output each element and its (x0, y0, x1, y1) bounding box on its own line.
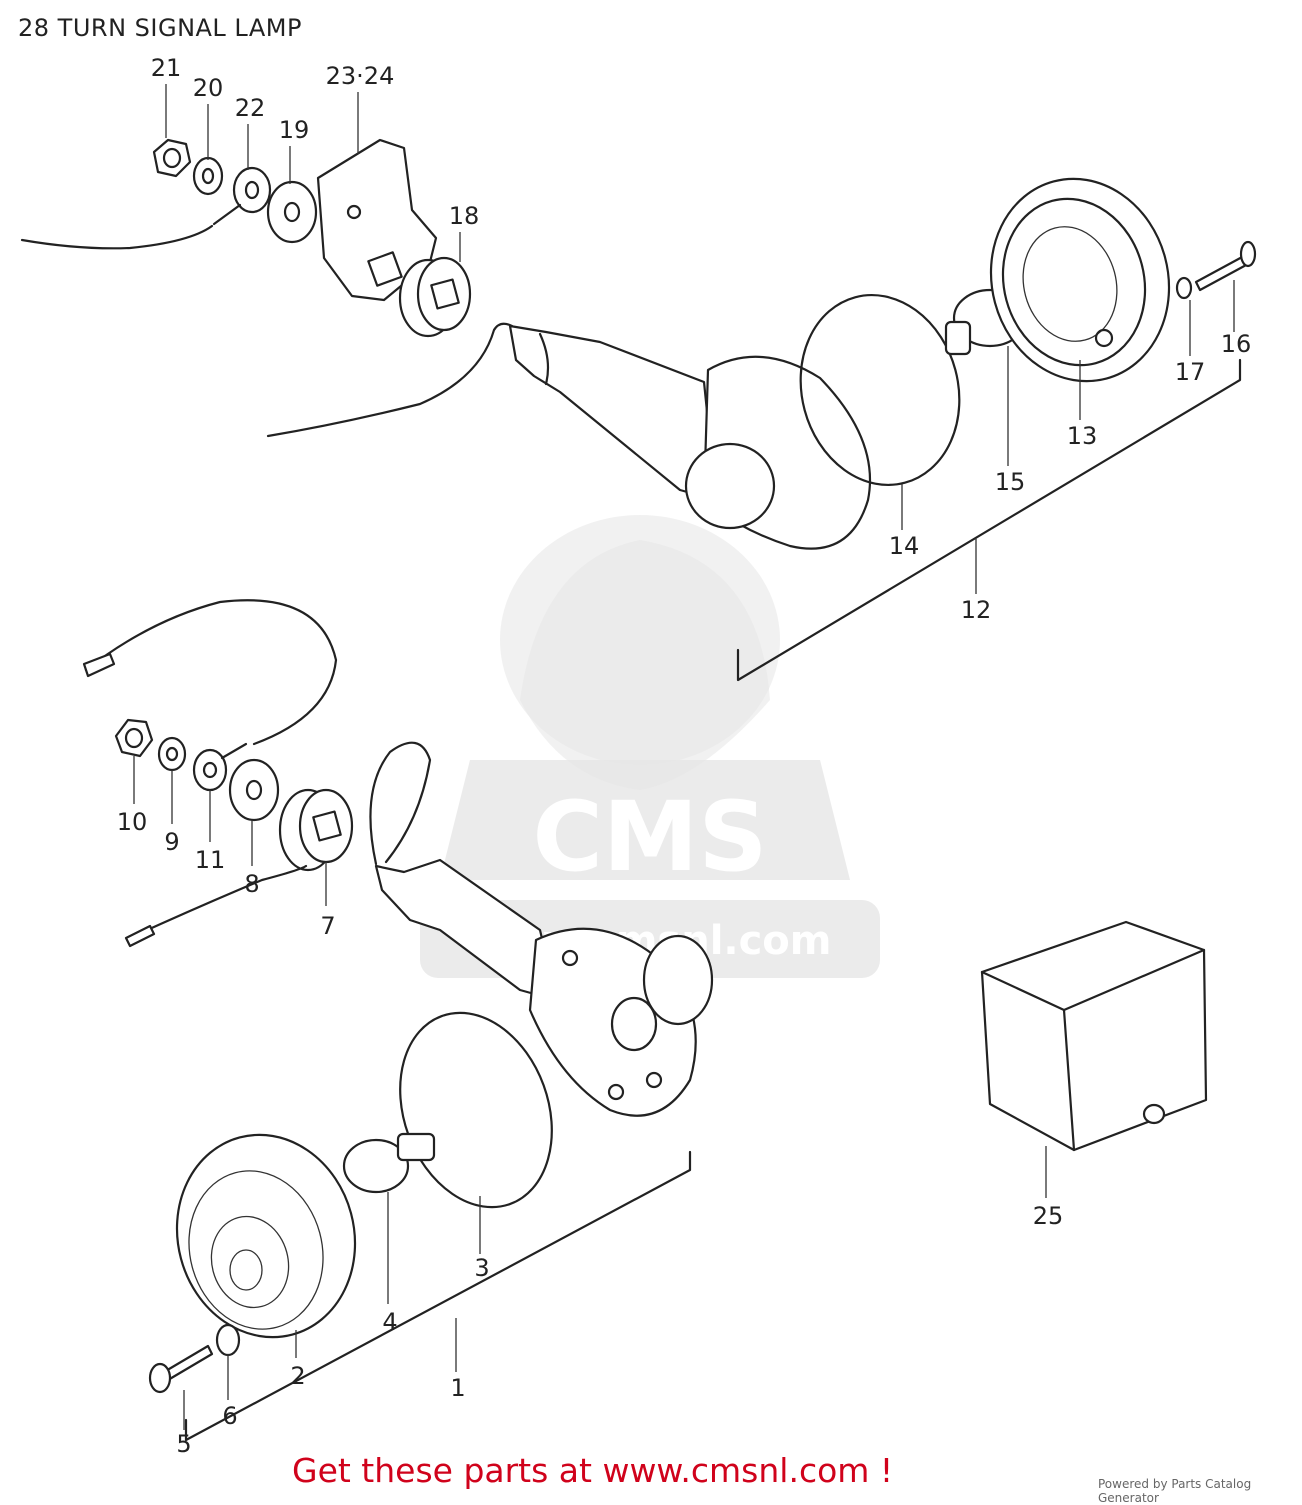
part-22-terminal[interactable] (212, 166, 272, 226)
label-part-21: 21 (151, 54, 182, 82)
label-part-6: 6 (222, 1402, 237, 1430)
label-part-12: 12 (961, 596, 992, 624)
wire-lower-loop (84, 599, 338, 746)
leader-lines (133, 84, 1235, 1430)
upper-lamp-housing[interactable] (508, 324, 872, 550)
bracket-line-12 (736, 358, 1242, 682)
label-part-13: 13 (1067, 422, 1098, 450)
label-part-10: 10 (117, 808, 148, 836)
label-part-3: 3 (474, 1254, 489, 1282)
label-part-16: 16 (1221, 330, 1252, 358)
label-part-17: 17 (1175, 358, 1206, 386)
label-part-5: 5 (176, 1430, 191, 1458)
wire-upper-stem (266, 322, 514, 438)
watermark-brand: CMS (532, 781, 767, 893)
lower-turn-signal-assembly (82, 599, 714, 1442)
wire-upper-left (20, 224, 214, 250)
part-20-lock-washer[interactable] (192, 156, 224, 196)
page-title: 28 TURN SIGNAL LAMP (18, 14, 302, 42)
label-part-4: 4 (382, 1308, 397, 1336)
part-6-washer[interactable] (215, 1323, 241, 1357)
powered-by-text: Powered by Parts Catalog Generator (1098, 1477, 1252, 1505)
label-part-14: 14 (889, 532, 920, 560)
label-part-11: 11 (195, 846, 226, 874)
label-part-20: 20 (193, 74, 224, 102)
part-25-flasher-relay[interactable] (980, 920, 1208, 1152)
part-4-bulb[interactable] (342, 1132, 436, 1194)
part-2-lens[interactable] (155, 1115, 378, 1358)
label-part-1: 1 (450, 1374, 465, 1402)
label-part-25: 25 (1033, 1202, 1064, 1230)
part-13-lens[interactable] (969, 159, 1192, 402)
lower-lamp-housing[interactable] (374, 858, 714, 1117)
cta-link[interactable]: Get these parts at www.cmsnl.com ! (292, 1451, 894, 1490)
part-21-nut[interactable] (152, 138, 192, 178)
part-23-24-bracket[interactable] (316, 138, 438, 302)
part-5-screw[interactable] (148, 1344, 214, 1394)
label-part-8: 8 (244, 870, 259, 898)
label-part-23-24: 23·24 (326, 62, 395, 90)
bracket-line-1 (184, 1150, 692, 1442)
part-8-washer[interactable] (228, 758, 280, 822)
part-18-grommet[interactable] (398, 256, 472, 338)
part-7-grommet[interactable] (278, 788, 354, 872)
label-part-2: 2 (290, 1362, 305, 1390)
wire-lower-left (132, 864, 308, 938)
label-part-19: 19 (279, 116, 310, 144)
label-part-7: 7 (320, 912, 335, 940)
part-19-washer[interactable] (266, 180, 318, 244)
part-16-screw[interactable] (1194, 240, 1257, 292)
part-9-lock-washer[interactable] (157, 736, 187, 772)
part-labels: 21 20 22 19 23·24 18 16 17 13 15 14 12 1… (117, 54, 1252, 1458)
wire-lower-stem-loop (369, 741, 432, 866)
label-part-22: 22 (235, 94, 266, 122)
part-17-washer[interactable] (1175, 276, 1193, 300)
label-part-9: 9 (164, 828, 179, 856)
part-14-gasket[interactable] (780, 277, 980, 503)
label-part-15: 15 (995, 468, 1026, 496)
upper-turn-signal-assembly (20, 138, 1257, 682)
label-part-18: 18 (449, 202, 480, 230)
part-10-nut[interactable] (114, 718, 154, 758)
